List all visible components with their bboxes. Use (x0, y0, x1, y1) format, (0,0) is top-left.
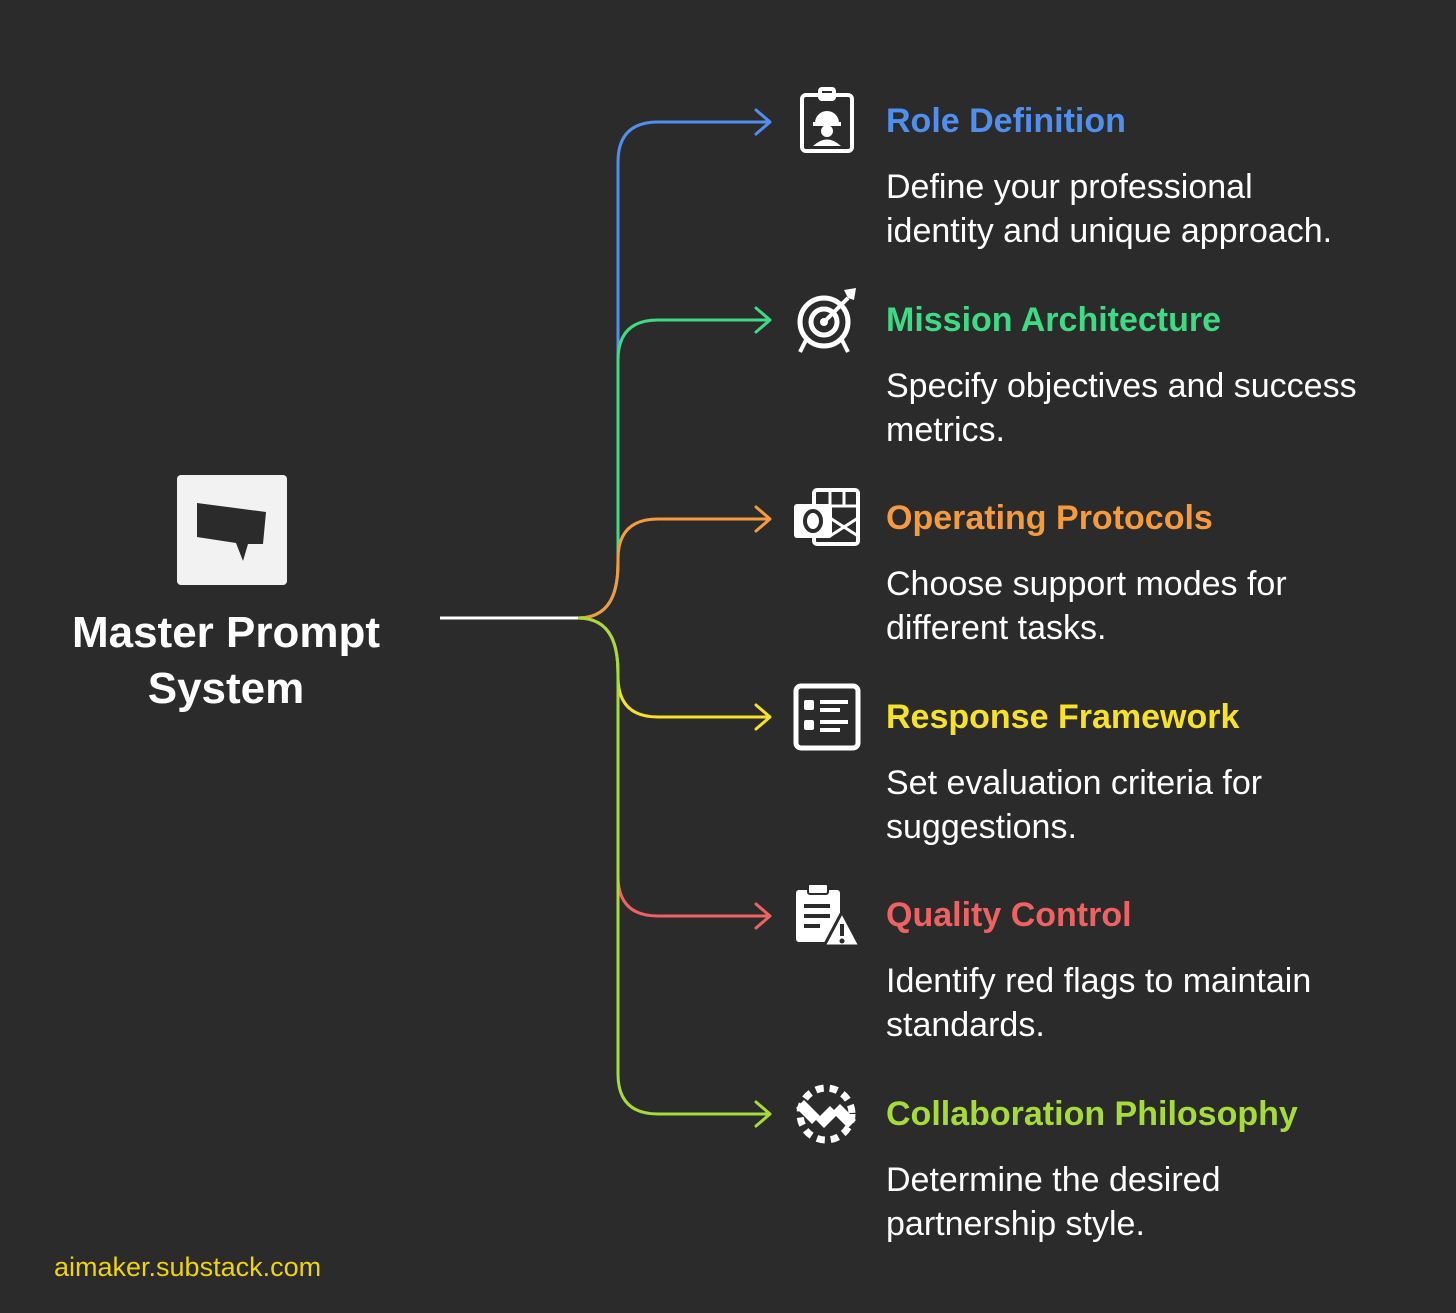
checklist-icon (790, 682, 862, 754)
speech-bubble-icon (177, 475, 287, 585)
item-title-response-framework: Response Framework (886, 698, 1240, 736)
item-desc-mission-architecture: Specify objectives and success metrics. (886, 364, 1431, 452)
outlook-icon (790, 484, 862, 556)
branch-line (577, 616, 770, 1116)
item-desc-line: Choose support modes for (886, 565, 1287, 603)
item-desc-line: metrics. (886, 411, 1005, 449)
arrowhead (754, 902, 772, 930)
item-title-collaboration-philosophy: Collaboration Philosophy (886, 1095, 1298, 1133)
item-desc-line: identity and unique approach. (886, 212, 1333, 250)
branch-line (577, 517, 770, 620)
item-desc-line: partnership style. (886, 1205, 1145, 1243)
item-desc-line: Specify objectives and success (886, 367, 1357, 405)
target-icon (790, 284, 862, 356)
root-title-line2: System (147, 664, 305, 713)
item-title-role-definition: Role Definition (886, 102, 1126, 140)
item-title-operating-protocols: Operating Protocols (886, 499, 1213, 537)
clipboard-warning-icon (790, 880, 863, 952)
item-desc-role-definition: Define your professional identity and un… (886, 165, 1431, 253)
branch-line (577, 120, 770, 620)
arrowhead (754, 306, 772, 334)
worker-badge-icon (790, 86, 862, 158)
item-desc-line: standards. (886, 1006, 1045, 1044)
root-title-line1: Master Prompt (71, 608, 381, 657)
item-desc-line: Identify red flags to maintain (886, 962, 1312, 1000)
arrowhead (754, 505, 772, 533)
item-desc-response-framework: Set evaluation criteria for suggestions. (886, 761, 1431, 849)
item-title-mission-architecture: Mission Architecture (886, 301, 1222, 339)
branch-line (577, 616, 770, 719)
item-desc-line: different tasks. (886, 609, 1107, 647)
item-desc-line: Determine the desired (886, 1161, 1221, 1199)
item-desc-collaboration-philosophy: Determine the desired partnership style. (886, 1158, 1431, 1246)
arrowhead (754, 108, 772, 136)
item-desc-line: suggestions. (886, 808, 1077, 846)
item-title-quality-control: Quality Control (886, 896, 1132, 934)
branch-line (577, 616, 770, 918)
arrowhead (754, 703, 772, 731)
root-title: Master Prompt System (40, 605, 412, 717)
item-desc-quality-control: Identify red flags to maintain standards… (886, 959, 1431, 1047)
arrowhead (754, 1100, 772, 1128)
item-desc-operating-protocols: Choose support modes for different tasks… (886, 562, 1431, 650)
item-desc-line: Define your professional (886, 168, 1253, 206)
handshake-gear-icon (790, 1078, 862, 1150)
branch-line (577, 318, 770, 620)
item-desc-line: Set evaluation criteria for (886, 764, 1263, 802)
footer-url: aimaker.substack.com (54, 1252, 322, 1282)
